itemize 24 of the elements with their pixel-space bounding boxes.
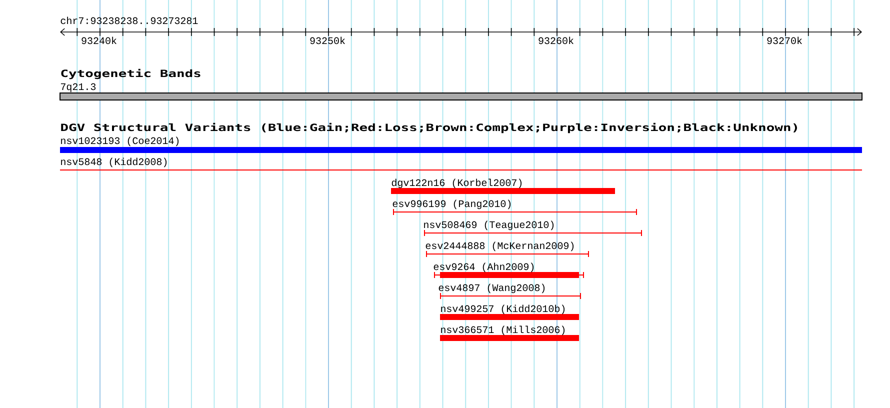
variant-bar: nsv1023193 (Coe2014) (60, 136, 862, 153)
variant-bar: esv2444888 (McKernan2009) (426, 242, 589, 258)
coordinate-label: chr7:93238238..93273281 (60, 16, 198, 24)
variant-bar: nsv499257 (Kidd2010b) (440, 304, 579, 320)
variant-bar: nsv366571 (Mills2006) (440, 326, 579, 341)
tick-label: 93250k (310, 36, 345, 44)
node-label: nsv1023193 (Coe2014) (61, 136, 179, 146)
variant-bar: nsv5848 (Kidd2008) (60, 158, 862, 170)
node-label: nsv499257 (Kidd2010b) (441, 304, 565, 314)
variant-bar: esv996199 (Pang2010) (392, 200, 637, 216)
chromosome-band: 7q21.3 (60, 83, 862, 100)
tick-label: 93240k (82, 36, 116, 44)
node-label: nsv366571 (Mills2006) (441, 326, 565, 336)
node-label: dgv122n16 (Korbel2007) (392, 178, 522, 188)
node-label: esv9264 (Ahn2009) (434, 262, 534, 272)
node-label: 7q21.3 (60, 83, 96, 92)
track-title: DGV Structural Variants (Blue:Gain;Red:Loss;Brown:Complex;Purple:Inversion;Black:Unknown) (61, 122, 797, 134)
variant-bar: esv9264 (Ahn2009) (434, 262, 584, 278)
track-title: Cytogenetic Bands (61, 68, 200, 80)
variant-bar: nsv508469 (Teague2010) (424, 220, 642, 236)
variant-bar: esv4897 (Wang2008) (438, 284, 581, 300)
variant-bar: dgv122n16 (Korbel2007) (391, 178, 615, 194)
tick-label: 93270k (767, 36, 802, 44)
tick-label: 93260k (538, 36, 574, 44)
